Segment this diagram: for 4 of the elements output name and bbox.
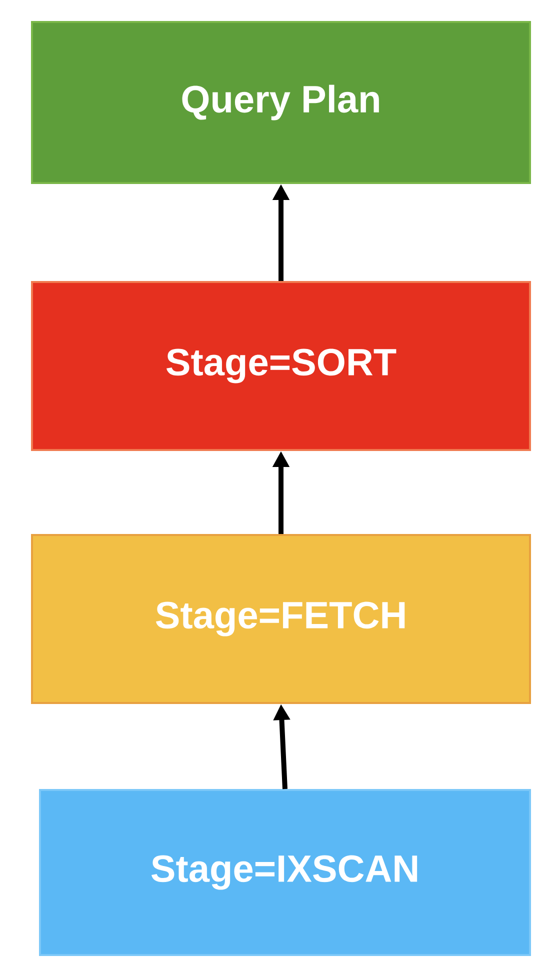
stage-box: Query Plan	[31, 21, 531, 184]
stage-box: Stage=SORT	[31, 281, 531, 451]
stage-box: Stage=FETCH	[31, 534, 531, 704]
stage-box: Stage=IXSCAN	[39, 789, 531, 956]
